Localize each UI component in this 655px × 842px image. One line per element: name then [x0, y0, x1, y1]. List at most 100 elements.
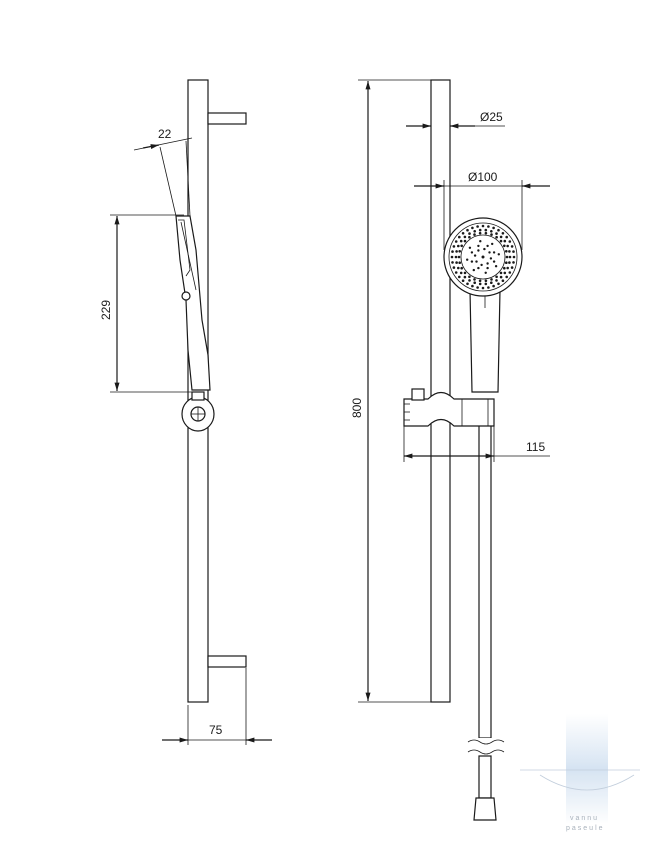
nozzle-dot — [484, 231, 488, 235]
nozzle-dot — [492, 284, 495, 288]
nozzle-dot — [459, 271, 463, 275]
nozzle-dot — [505, 255, 509, 259]
shower-hose — [478, 417, 492, 739]
nozzle-dot — [494, 265, 498, 268]
nozzle-dot — [492, 251, 496, 254]
nozzle-dot — [468, 232, 471, 235]
head-diameter-label: Ø100 — [468, 170, 498, 184]
nozzle-dot — [487, 225, 490, 228]
watermark-text-1: vannu — [570, 815, 599, 822]
nozzle-dot — [471, 226, 474, 230]
nozzle-dot — [468, 246, 472, 249]
nozzle-dot — [495, 275, 498, 279]
spray-nozzles — [450, 224, 516, 290]
nozzle-dot — [510, 245, 514, 248]
nozzle-dot — [455, 250, 458, 253]
nozzle-dot — [483, 247, 486, 251]
nozzle-dot — [481, 224, 485, 228]
nozzle-dot — [478, 228, 482, 232]
nozzle-dot — [454, 271, 458, 274]
bracket-depth-label: 75 — [209, 723, 223, 737]
nozzle-dot — [497, 253, 500, 256]
nozzle-dot — [472, 268, 475, 272]
nozzle-dot — [473, 281, 477, 285]
hose-angle-label: 22 — [158, 127, 172, 141]
nozzle-dot — [476, 286, 479, 289]
nozzle-dot — [508, 250, 511, 253]
bottom-wall-bracket — [207, 655, 247, 668]
nozzle-dot — [508, 271, 512, 274]
nozzle-dot — [477, 266, 480, 270]
nozzle-dot — [454, 240, 458, 243]
nozzle-dot — [486, 266, 489, 270]
nozzle-dot — [451, 250, 454, 253]
hose-connector — [473, 797, 497, 821]
nozzle-dot — [490, 281, 493, 285]
nozzle-dot — [484, 271, 487, 274]
nozzle-dot — [495, 235, 498, 239]
nozzle-dot — [501, 232, 505, 235]
nozzle-dot — [503, 271, 507, 275]
nozzle-dot — [481, 286, 485, 290]
nozzle-dot — [505, 261, 508, 265]
nozzle-dot — [454, 255, 458, 259]
nozzle-dot — [506, 244, 510, 248]
nozzle-dot — [499, 239, 503, 243]
nozzle-dot — [501, 279, 505, 283]
nozzle-dot — [487, 286, 490, 289]
nozzle-dot — [463, 271, 467, 275]
nozzle-dot — [497, 282, 500, 286]
nozzle-dot — [473, 254, 477, 257]
nozzle-dot — [480, 263, 483, 267]
nozzle-dot — [481, 255, 485, 259]
nozzle-dot — [452, 245, 456, 248]
nozzle-dot — [460, 266, 464, 270]
nozzle-dot — [506, 266, 510, 270]
nozzle-dot — [491, 242, 494, 246]
nozzle-dot — [489, 257, 493, 260]
nozzle-dot — [503, 244, 506, 248]
nozzle-dot — [468, 235, 471, 239]
nozzle-dot — [466, 228, 469, 232]
nozzle-dot — [478, 279, 482, 283]
nozzle-dot — [450, 255, 454, 259]
top-wall-bracket — [207, 112, 247, 125]
nozzle-dot — [505, 235, 509, 239]
nozzle-dot — [490, 230, 493, 233]
nozzle-dot — [478, 282, 482, 286]
nozzle-dot — [486, 262, 489, 265]
nozzle-dot — [455, 261, 458, 264]
head-length-label: 229 — [99, 300, 113, 320]
nozzle-dot — [476, 225, 479, 228]
nozzle-dot — [459, 239, 463, 243]
nozzle-dot — [458, 275, 461, 279]
nozzle-dot — [460, 244, 464, 248]
nozzle-dot — [495, 279, 498, 282]
nozzle-dot — [484, 282, 488, 286]
nozzle-dot — [457, 244, 460, 248]
nozzle-dot — [463, 275, 467, 279]
nozzle-dot — [512, 255, 516, 259]
nozzle-dot — [490, 278, 493, 281]
nozzle-dot — [471, 284, 474, 288]
nozzle-dot — [488, 251, 491, 254]
nozzle-dot — [477, 244, 480, 248]
nozzle-dot — [468, 275, 471, 279]
nozzle-dot — [470, 260, 474, 263]
side-hand-shower — [175, 215, 211, 391]
nozzle-dot — [473, 230, 477, 233]
nozzle-dot — [473, 278, 476, 281]
nozzle-dot — [512, 250, 515, 253]
nozzle-dot — [458, 261, 462, 265]
nozzle-dot — [503, 266, 506, 270]
nozzle-dot — [508, 240, 512, 243]
nozzle-dot — [495, 232, 498, 235]
nozzle-dot — [463, 239, 467, 243]
front-rail — [430, 79, 451, 703]
nozzle-dot — [477, 249, 480, 252]
nozzle-dot — [479, 240, 482, 243]
watermark-text-2: paseule — [566, 825, 605, 832]
nozzle-dot — [457, 266, 460, 270]
nozzle-dot — [508, 261, 511, 264]
